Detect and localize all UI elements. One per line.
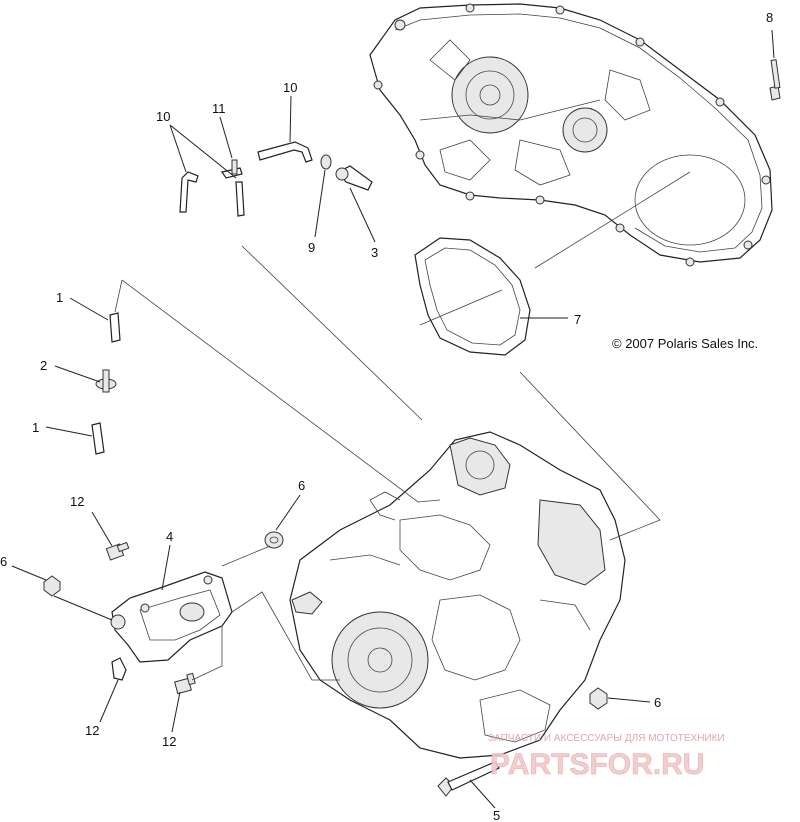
callout-4: 4 xyxy=(166,529,173,544)
callout-12-lower-left: 12 xyxy=(85,723,99,738)
callout-6-left: 6 xyxy=(0,554,7,569)
watermark: ЗАПЧАСТИ И АКСЕССУАРЫ ДЛЯ МОТОТЕХНИКИ PA… xyxy=(488,733,725,781)
watermark-tagline: ЗАПЧАСТИ И АКСЕССУАРЫ ДЛЯ МОТОТЕХНИКИ xyxy=(488,733,725,744)
callout-8: 8 xyxy=(766,10,773,25)
callout-labels: 8 10 11 10 9 3 7 1 2 1 12 6 6 4 12 12 6 … xyxy=(0,10,773,822)
hardware-parts xyxy=(43,531,608,797)
leader-lines xyxy=(11,29,775,809)
callout-6-lower-right: 6 xyxy=(654,695,661,710)
callout-1-upper: 1 xyxy=(56,290,63,305)
callout-9: 9 xyxy=(308,240,315,255)
callout-12-upper: 12 xyxy=(70,494,84,509)
watermark-brand: PARTSFOR.RU xyxy=(490,748,704,781)
callout-10-left: 10 xyxy=(156,109,170,124)
gasket-part-7 xyxy=(414,237,531,356)
callout-6-upper: 6 xyxy=(298,478,305,493)
hose-parts-1-2 xyxy=(91,312,121,455)
callout-10-right: 10 xyxy=(283,80,297,95)
callout-5: 5 xyxy=(493,808,500,822)
copyright-notice: © 2007 Polaris Sales Inc. xyxy=(612,336,758,351)
callout-2: 2 xyxy=(40,358,47,373)
mounting-bracket-part-4 xyxy=(110,571,233,663)
bolt-part-8 xyxy=(769,59,781,101)
callout-1-lower: 1 xyxy=(32,420,39,435)
callout-7: 7 xyxy=(574,312,581,327)
engine-assembly xyxy=(289,431,626,759)
callout-3: 3 xyxy=(371,245,378,260)
transmission-case xyxy=(369,3,773,267)
callout-11: 11 xyxy=(212,101,226,116)
breather-hoses xyxy=(179,141,373,217)
callout-12-lower-center: 12 xyxy=(162,734,176,749)
